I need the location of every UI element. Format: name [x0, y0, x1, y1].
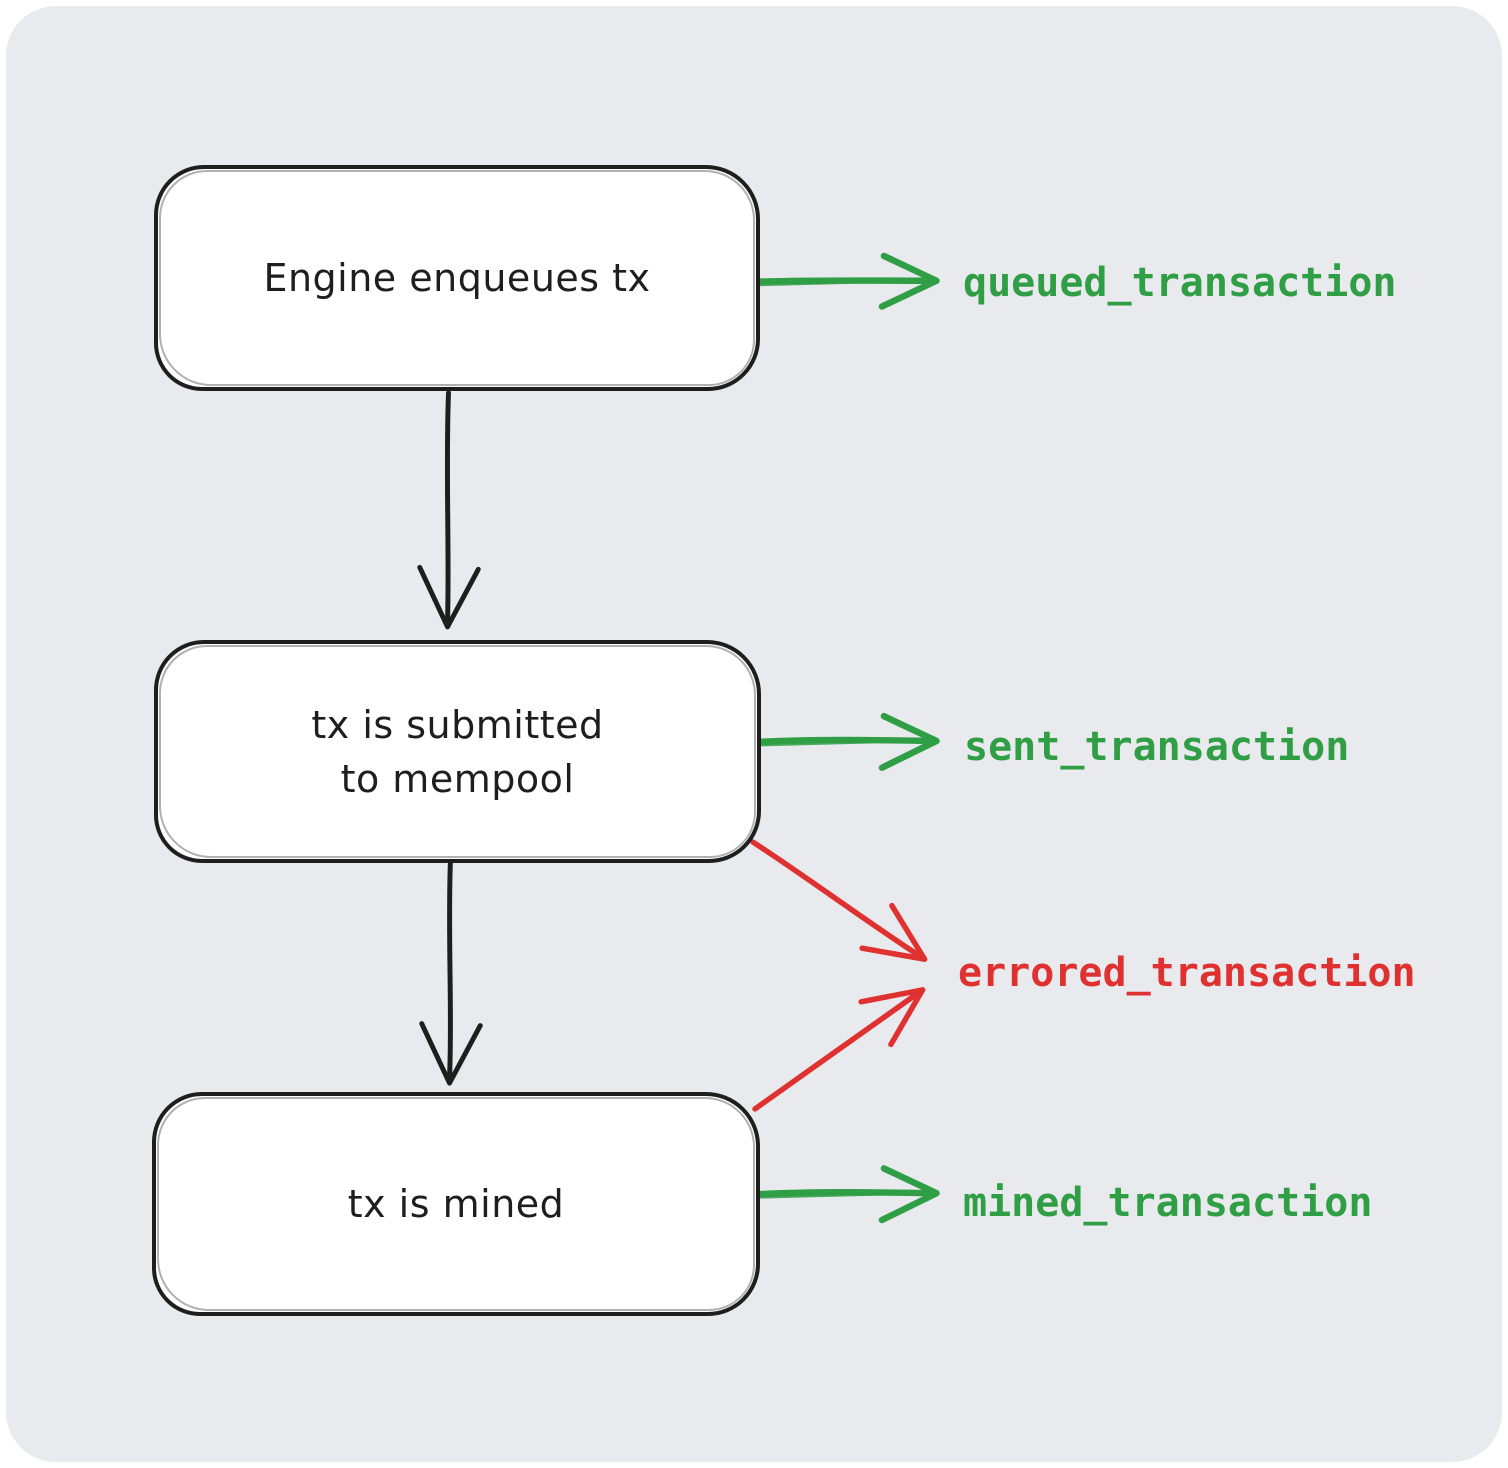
node-tx-is-mined: tx is mined	[152, 1092, 760, 1316]
arrow-mempool-to-mined	[419, 856, 483, 1086]
arrow-queued	[753, 252, 940, 310]
node-label-line1: tx is submitted	[311, 702, 604, 747]
event-label-sent-transaction: sent_transaction	[964, 724, 1350, 770]
node-tx-submitted-mempool: tx is submitted to mempool	[154, 640, 761, 863]
event-label-mined-transaction: mined_transaction	[963, 1180, 1373, 1226]
diagram-canvas: Engine enqueues tx tx is submitted to me…	[6, 6, 1502, 1462]
arrows-layer	[417, 252, 940, 1224]
node-label: Engine enqueues tx	[263, 256, 651, 300]
arrow-errored-from-mempool	[750, 839, 928, 962]
event-label-queued-transaction: queued_transaction	[963, 260, 1397, 306]
node-engine-enqueues-tx: Engine enqueues tx	[154, 165, 760, 391]
arrow-mined	[754, 1165, 940, 1224]
arrow-sent	[754, 712, 940, 771]
event-label-errored-transaction: errored_transaction	[958, 950, 1416, 996]
node-label: tx is mined	[347, 1182, 565, 1226]
node-label-line2: to mempool	[340, 756, 575, 801]
arrow-engine-to-mempool	[417, 390, 481, 630]
arrow-errored-from-mined	[752, 987, 926, 1112]
